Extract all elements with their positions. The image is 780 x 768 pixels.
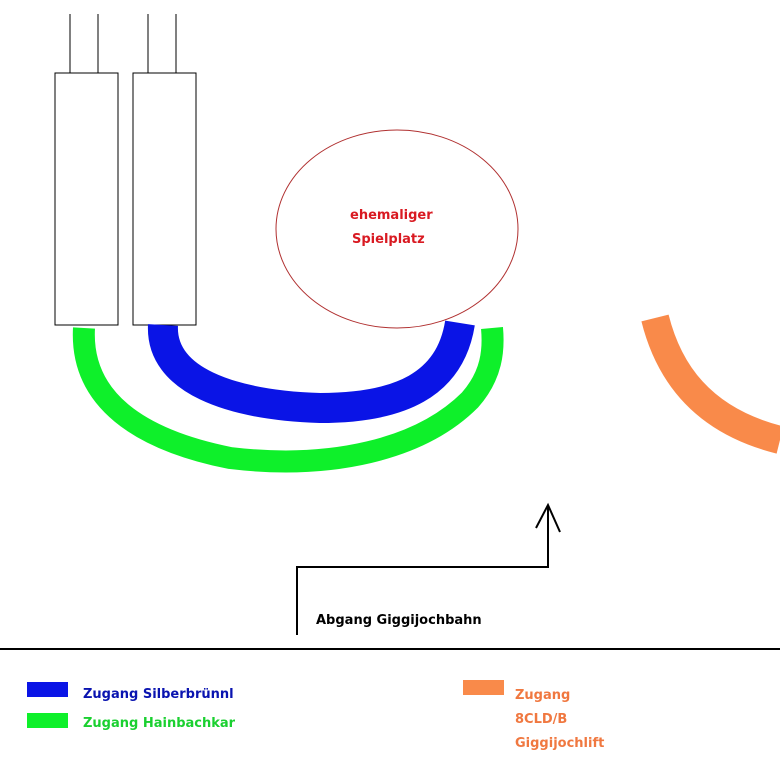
legend-swatch-blue bbox=[27, 682, 68, 697]
lift-stations bbox=[54, 14, 197, 326]
legend-label-orange-3: Giggijochlift bbox=[515, 736, 605, 751]
route-silberbrunnl bbox=[148, 320, 475, 424]
legend-label-green: Zugang Hainbachkar bbox=[83, 716, 236, 731]
legend-label-blue: Zugang Silberbrünnl bbox=[83, 687, 234, 702]
legend-swatch-orange bbox=[463, 680, 504, 695]
route-giggijochlift bbox=[641, 314, 780, 454]
former-playground-outline bbox=[275, 129, 519, 329]
playground-label-line2: Spielplatz bbox=[352, 232, 425, 247]
legend-label-orange-2: 8CLD/B bbox=[515, 712, 568, 727]
arrow-label: Abgang Giggijochbahn bbox=[316, 613, 482, 628]
arrow-icon bbox=[296, 502, 561, 635]
legend-label-orange-1: Zugang bbox=[515, 688, 571, 703]
station-building-left bbox=[54, 72, 119, 326]
legend-swatch-green bbox=[27, 713, 68, 728]
station-building-right bbox=[132, 72, 197, 326]
route-hainbachkar bbox=[72, 327, 504, 473]
playground-label-line1: ehemaliger bbox=[350, 208, 433, 223]
